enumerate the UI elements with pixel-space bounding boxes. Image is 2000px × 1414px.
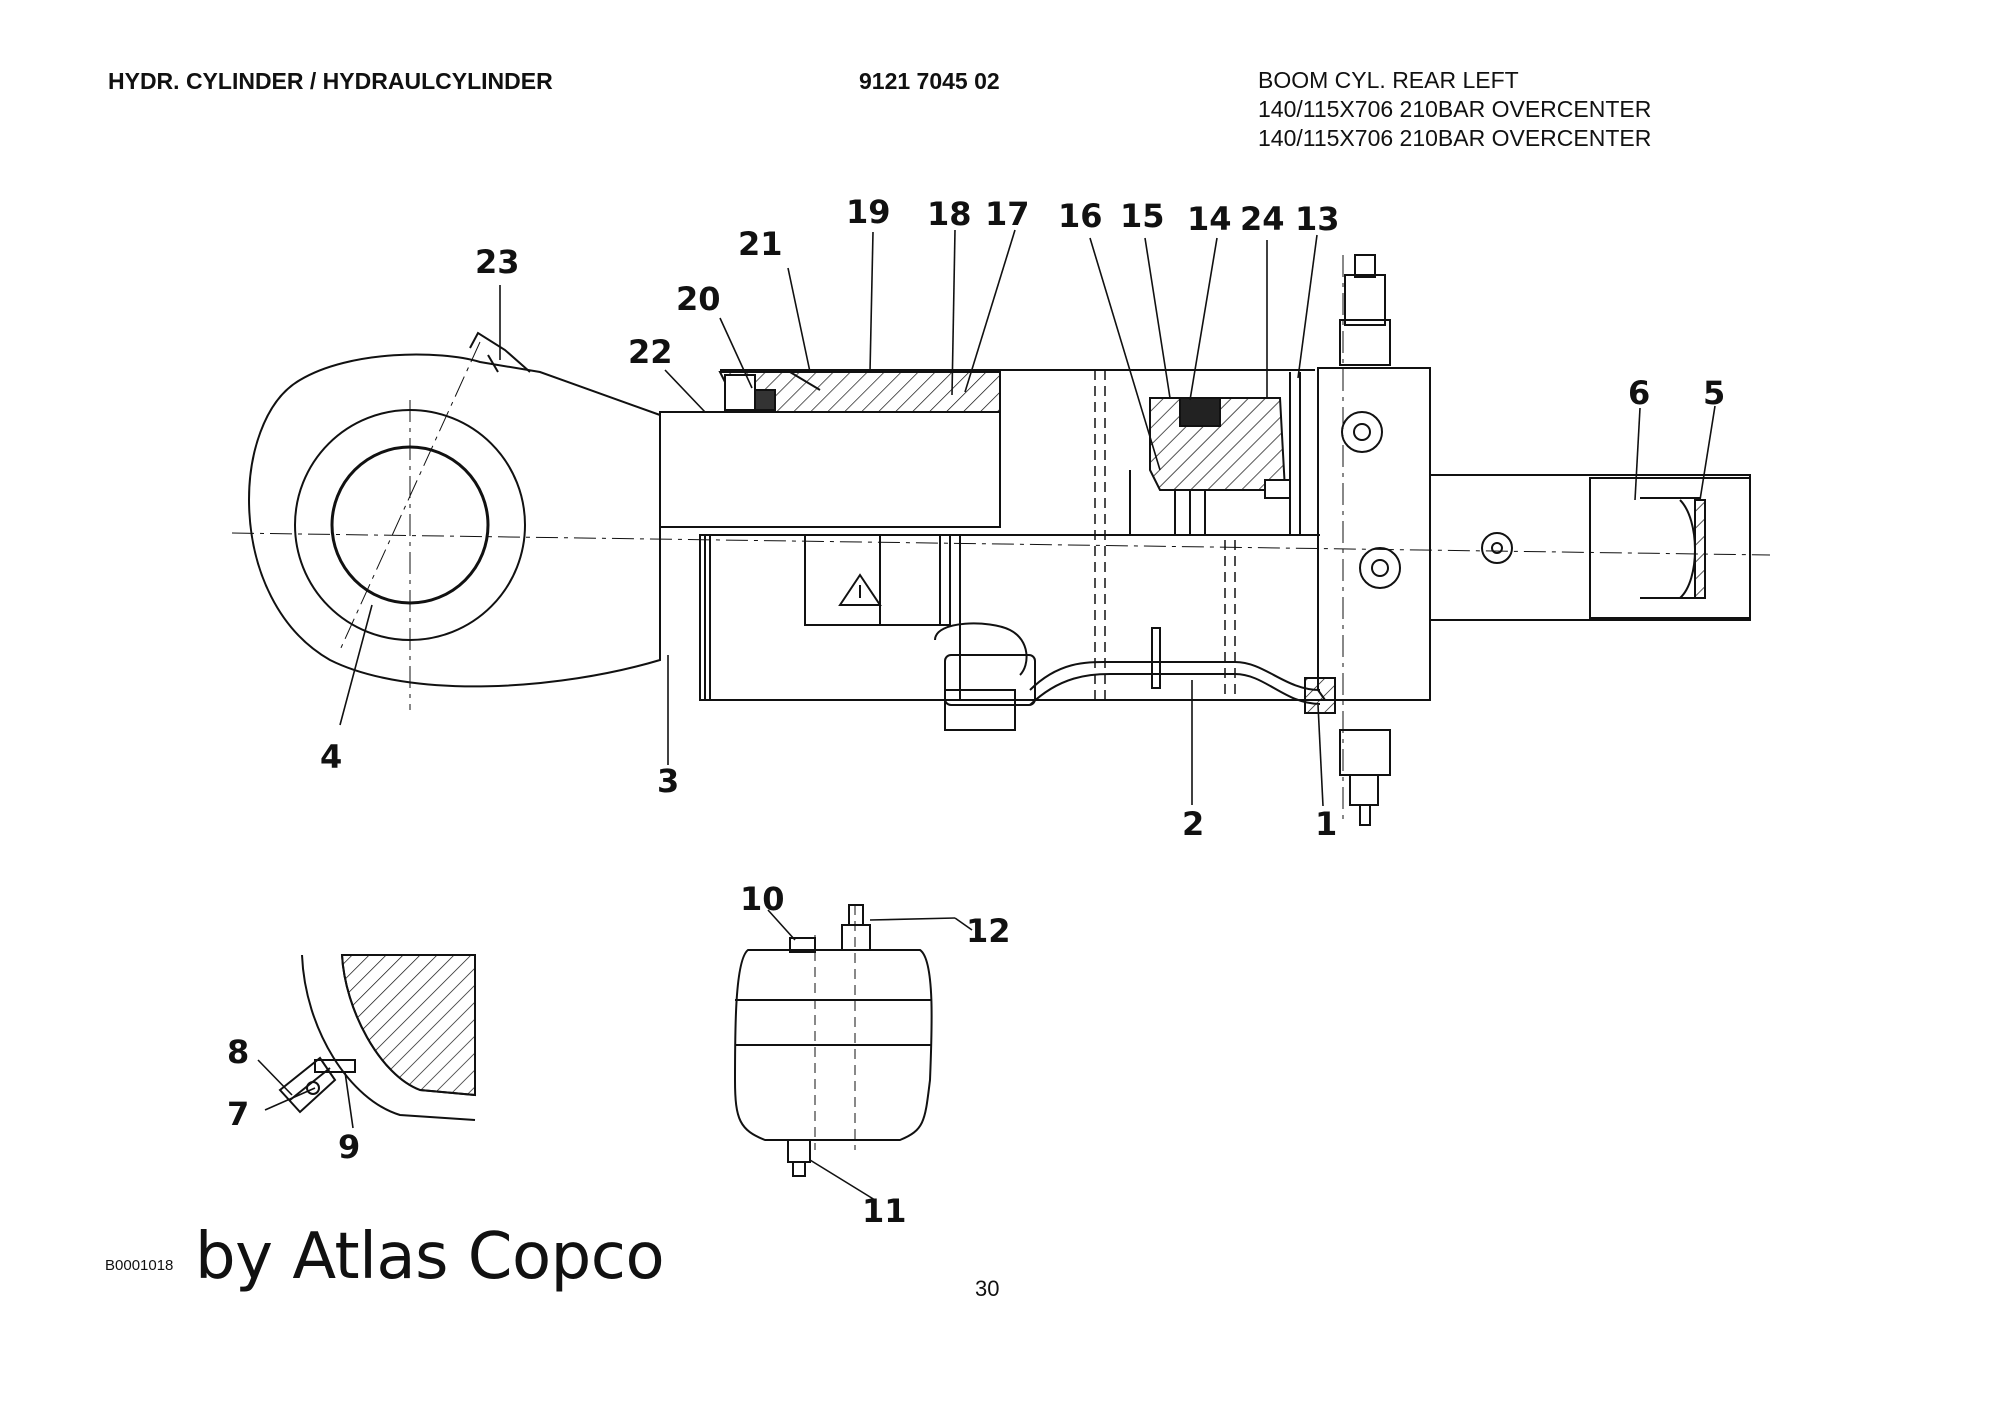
callout-22: 22 xyxy=(628,333,673,371)
detail-view-grease-nipple xyxy=(278,954,476,1121)
page-number: 30 xyxy=(975,1276,1000,1301)
description-line: 140/115X706 210BAR OVERCENTER xyxy=(1258,125,1652,151)
callout-numbers: 1 2 3 4 5 6 7 8 9 10 11 12 13 14 15 16 1… xyxy=(227,193,1725,1230)
callout-2: 2 xyxy=(1182,805,1204,843)
callout-1: 1 xyxy=(1315,805,1337,843)
callout-19: 19 xyxy=(846,193,891,231)
callout-5: 5 xyxy=(1703,374,1725,412)
callout-7: 7 xyxy=(227,1095,249,1133)
detail-view-block xyxy=(733,904,933,1177)
part-description: BOOM CYL. REAR LEFT 140/115X706 210BAR O… xyxy=(1258,66,1651,153)
cylinder-body xyxy=(659,369,1325,701)
callout-15: 15 xyxy=(1120,197,1165,235)
description-line: BOOM CYL. REAR LEFT xyxy=(1258,67,1519,93)
callout-6: 6 xyxy=(1628,374,1650,412)
callout-4: 4 xyxy=(320,738,342,776)
callout-14: 14 xyxy=(1187,200,1232,238)
callout-21: 21 xyxy=(738,225,783,263)
overcenter-valve xyxy=(1304,254,1751,826)
brand-text: by Atlas Copco xyxy=(195,1220,665,1294)
pipe-assembly xyxy=(934,622,1321,731)
part-number: 9121 7045 02 xyxy=(859,68,1000,94)
rod-eye xyxy=(248,331,661,688)
drawing-code: B0001018 xyxy=(105,1257,174,1274)
callout-3: 3 xyxy=(657,762,679,800)
callout-10: 10 xyxy=(740,880,785,918)
leader-lines xyxy=(257,229,1716,1201)
callout-12: 12 xyxy=(966,912,1011,950)
callout-20: 20 xyxy=(676,280,721,318)
center-lines xyxy=(231,255,1771,820)
drawing-title: HYDR. CYLINDER / HYDRAULCYLINDER xyxy=(108,68,553,94)
callout-17: 17 xyxy=(985,195,1030,233)
description-line: 140/115X706 210BAR OVERCENTER xyxy=(1258,96,1652,122)
callout-23: 23 xyxy=(475,243,520,281)
callout-13: 13 xyxy=(1295,200,1340,238)
callout-9: 9 xyxy=(338,1128,360,1166)
callout-18: 18 xyxy=(927,195,972,233)
callout-24: 24 xyxy=(1240,200,1285,238)
callout-11: 11 xyxy=(862,1192,907,1230)
callout-8: 8 xyxy=(227,1033,249,1071)
callout-16: 16 xyxy=(1058,197,1103,235)
